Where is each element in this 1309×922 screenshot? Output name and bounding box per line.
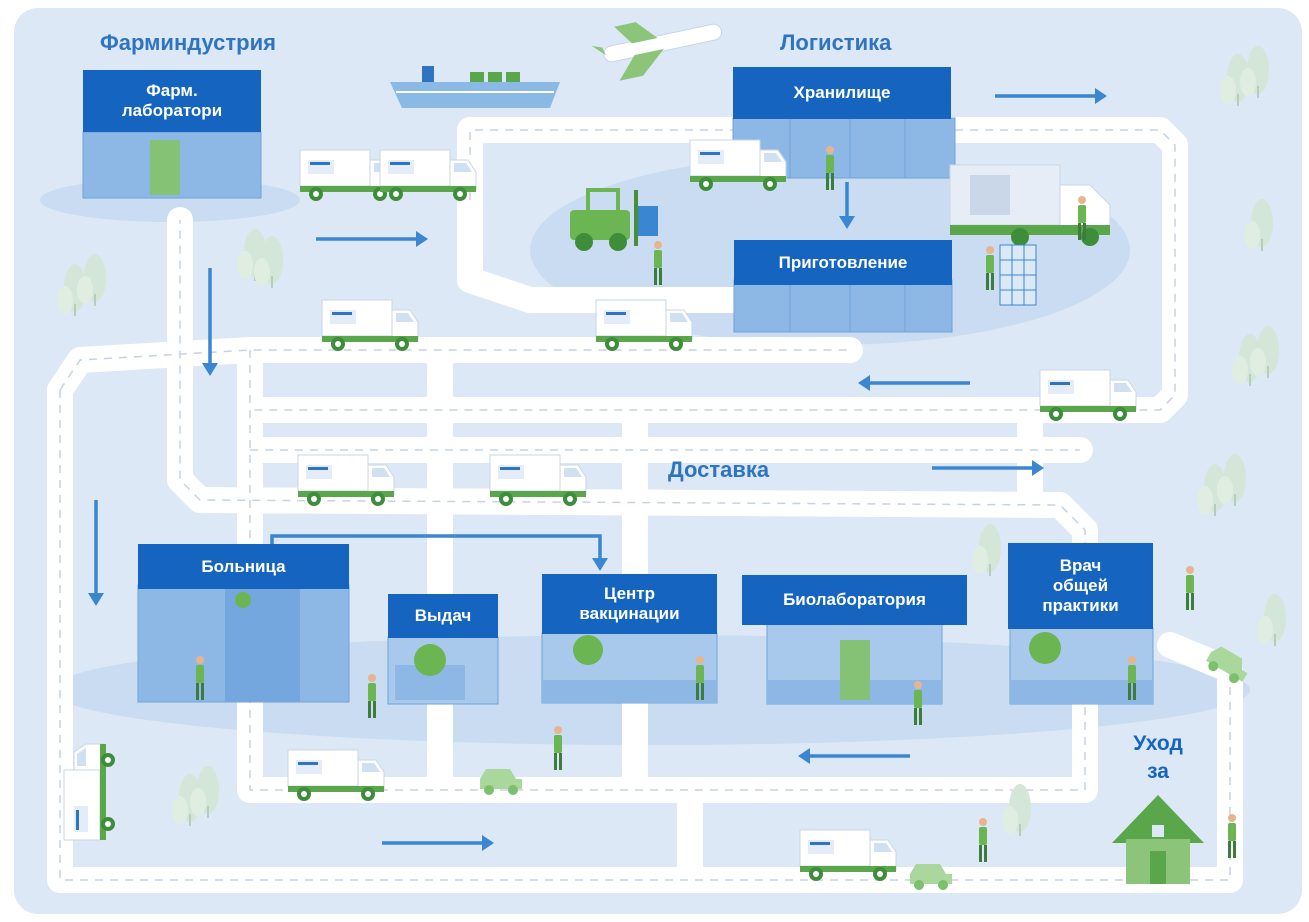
label-dispensary: Выдач: [388, 594, 498, 638]
label-hospital: Больница: [138, 544, 349, 589]
vaccination-center-building: [541, 632, 718, 704]
section-title-logistics: Логистика: [780, 30, 892, 55]
house-icon: [1112, 795, 1204, 884]
section-title-pharma: Фарминдустрия: [100, 30, 276, 55]
pharma-lab-building: [82, 131, 262, 199]
rolling-cart-icon: [999, 244, 1037, 306]
road-lane-markings: [59, 129, 1231, 881]
dispensary-building: [387, 636, 499, 705]
label-gp-clinic: Врач общей практики: [1008, 543, 1153, 629]
label-biolab: Биолаборатория: [742, 575, 967, 625]
ship-icon: [390, 66, 560, 108]
label-home-care: Уход за: [1133, 732, 1183, 783]
medical-cross-icon: [235, 592, 251, 608]
hospital-building: [137, 584, 350, 703]
microscope-icon: [150, 140, 180, 195]
biolab-building: [766, 623, 943, 705]
airplane-icon: [591, 22, 722, 81]
label-storage: Хранилище: [733, 67, 951, 119]
label-vaccination-center: Центр вакцинации: [542, 574, 717, 634]
storage-building: [732, 117, 956, 179]
label-pharma-lab: Фарм. лаборатори: [83, 70, 261, 132]
forklift-icon: [570, 188, 658, 251]
microscope-icon: [840, 640, 870, 700]
section-title-delivery: Доставка: [668, 457, 770, 482]
preparation-building: [733, 279, 953, 333]
label-preparation: Приготовление: [734, 240, 952, 285]
